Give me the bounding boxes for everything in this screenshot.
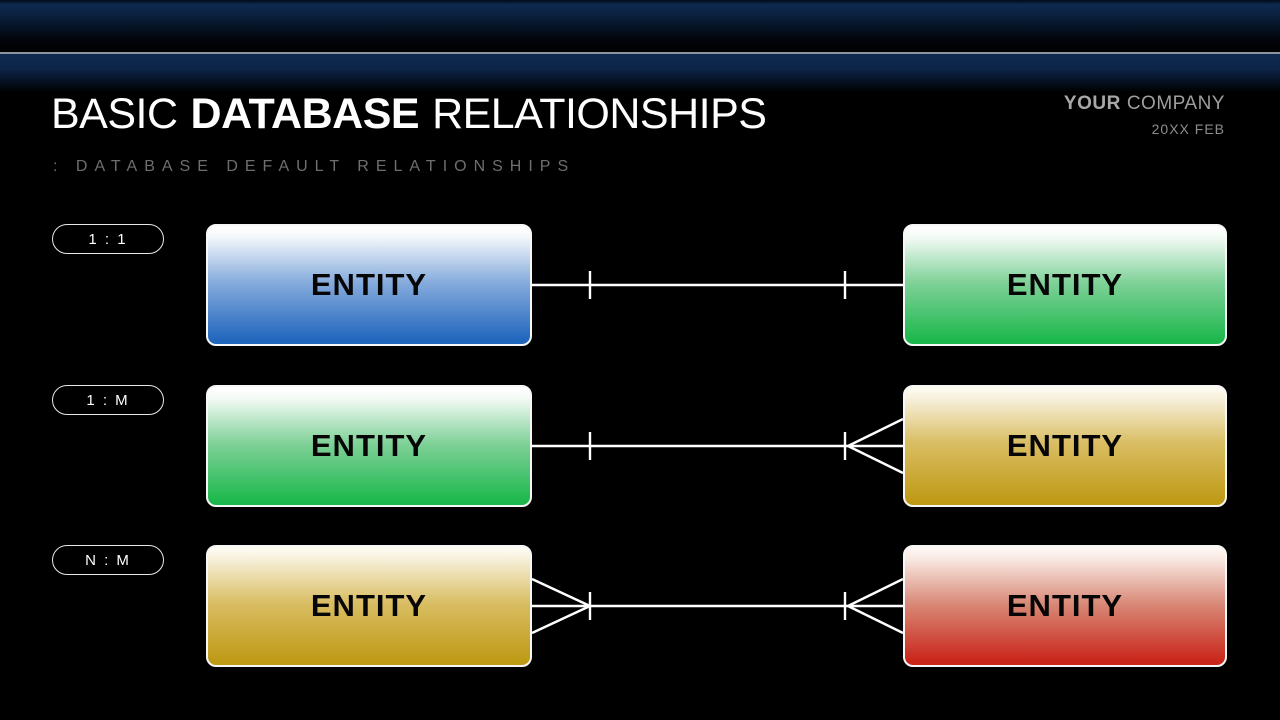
cardinality-badge: N : M (52, 545, 164, 575)
cardinality-badge: 1 : 1 (52, 224, 164, 254)
header-band-bottom (0, 54, 1280, 92)
entity-box-left: ENTITY (206, 385, 532, 507)
entity-box-left: ENTITY (206, 545, 532, 667)
title-emphasis: DATABASE (190, 90, 420, 138)
entity-box-left: ENTITY (206, 224, 532, 346)
company-name-regular: COMPANY (1126, 93, 1225, 114)
relationship-row-1:M: 1 : M ENTITY ENTITY (0, 385, 1280, 507)
entity-box-right: ENTITY (903, 224, 1227, 346)
cardinality-badge: 1 : M (52, 385, 164, 415)
company-name-bold: YOUR (1063, 93, 1121, 114)
connector-one-to-one (532, 271, 903, 299)
entity-box-right: ENTITY (903, 385, 1227, 507)
slide-date: 20XX FEB (1151, 121, 1225, 137)
connector-one-to-many (532, 417, 903, 475)
slide-subtitle: : DATABASE DEFAULT RELATIONSHIPS (53, 158, 576, 175)
header-divider-line (0, 52, 1280, 54)
title-suffix: RELATIONSHIPS (432, 90, 767, 138)
title-prefix: BASIC (51, 90, 178, 138)
relationship-row-N:M: N : M ENTITY ENTITY (0, 545, 1280, 667)
page-title: BASIC DATABASE RELATIONSHIPS (51, 90, 767, 138)
entity-box-right: ENTITY (903, 545, 1227, 667)
connector-many-to-many (532, 577, 903, 635)
header-band-top (0, 0, 1280, 52)
relationship-row-1:1: 1 : 1 ENTITY ENTITY (0, 224, 1280, 346)
